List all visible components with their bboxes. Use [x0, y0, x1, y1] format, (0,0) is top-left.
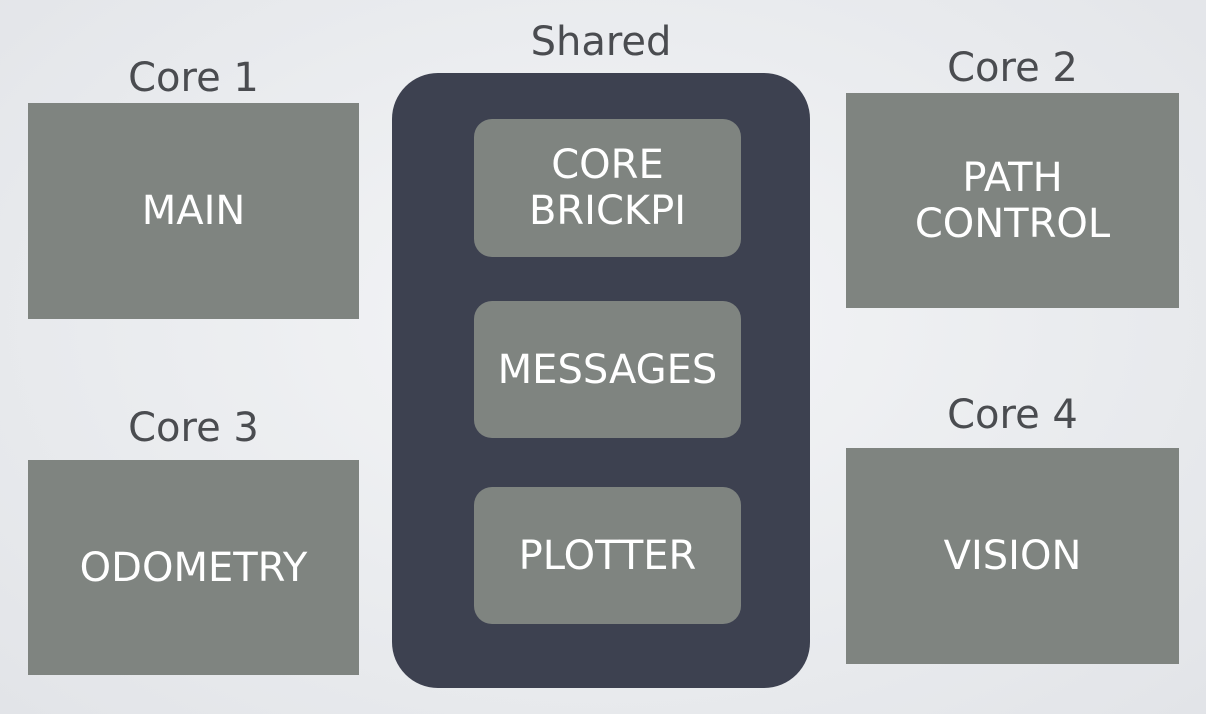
shared-module-core-brickpi: CORE BRICKPI [474, 119, 741, 257]
core-2-path-control-box: PATH CONTROL [846, 93, 1179, 308]
shared-module-label: PLOTTER [518, 532, 697, 579]
shared-label: Shared [530, 19, 672, 65]
shared-container: CORE BRICKPI MESSAGES PLOTTER [392, 73, 810, 688]
core-1-label: Core 1 [128, 55, 259, 101]
core-2-module-label: PATH CONTROL [914, 154, 1111, 247]
core-3-odometry-box: ODOMETRY [28, 460, 359, 675]
core-3-module-label: ODOMETRY [79, 544, 308, 591]
core-2-label: Core 2 [947, 45, 1078, 91]
shared-module-label: CORE BRICKPI [528, 142, 687, 234]
core-4-label: Core 4 [947, 392, 1078, 438]
shared-module-plotter: PLOTTER [474, 487, 741, 624]
core-4-vision-box: VISION [846, 448, 1179, 664]
core-1-main-box: MAIN [28, 103, 359, 319]
core-3-label: Core 3 [128, 405, 259, 451]
shared-module-messages: MESSAGES [474, 301, 741, 438]
core-4-module-label: VISION [943, 533, 1082, 579]
core-1-module-label: MAIN [141, 188, 246, 234]
shared-module-label: MESSAGES [497, 346, 718, 393]
